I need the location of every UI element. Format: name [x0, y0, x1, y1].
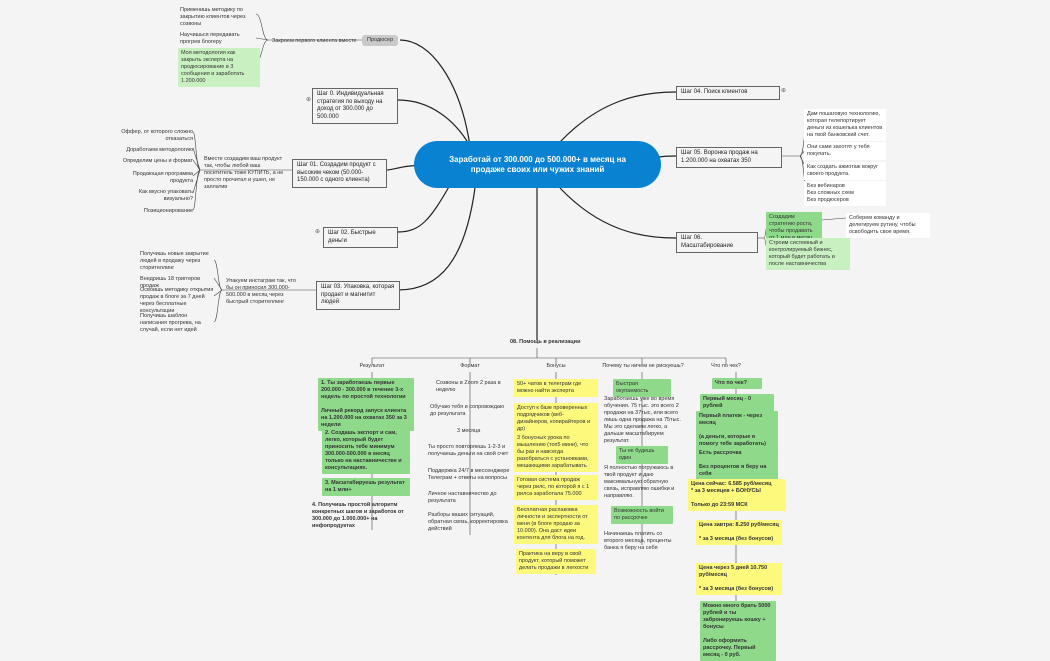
price-6[interactable]: Цена завтра: 8.250 руб/месяц * за 3 меся…: [696, 520, 782, 545]
step01-leaf-6[interactable]: Позиционирование: [143, 208, 193, 214]
step03-node[interactable]: Шаг 03. Упаковка, которая продает и магн…: [316, 281, 400, 310]
bonus-4[interactable]: Готовая система продаж через рилс, по ко…: [514, 475, 598, 500]
step01-leaf-1[interactable]: Оффер, от которого сложно отказаться: [121, 129, 195, 142]
step01-leaf-5[interactable]: Как вкусно упаковать визуально?: [138, 189, 195, 202]
step05-leaf-3[interactable]: Как создать ажиотаж вокруг своего продук…: [804, 162, 886, 180]
tl-leaf-2[interactable]: Научишься передавать прогрев блогеру: [180, 32, 242, 45]
step01-mid[interactable]: Вместе создадим ваш продукт так, чтобы л…: [204, 156, 285, 190]
bonus-6[interactable]: Практика на веру в свой продукт, который…: [516, 549, 596, 574]
link-icon: ⊕: [781, 88, 787, 94]
price-2[interactable]: Первый месяц - 0 рублей: [700, 394, 774, 412]
format-3[interactable]: 3 месяца: [457, 428, 481, 434]
result-2[interactable]: 2. Создашь экспорт и сам, легко, который…: [322, 428, 410, 474]
step0-node[interactable]: Шаг 0. Индивидуальная стратегия по выход…: [312, 88, 398, 124]
step03-leaf-2[interactable]: Внедришь 18 триггеров продаж: [140, 276, 202, 289]
result-4[interactable]: 4. Получишь простой алгоритм конкретных …: [312, 502, 406, 529]
tl-leaf-3[interactable]: Моя методология как закрыть эксперта на …: [178, 48, 260, 87]
price-1[interactable]: Что по чек?: [712, 378, 762, 389]
step05-leaf-4[interactable]: Без вебинаров Без сложных схем Без продю…: [804, 181, 886, 206]
col-price[interactable]: Что по чек?: [711, 363, 741, 369]
result-1[interactable]: 1. Ты заработаешь первые 200.000 - 300.0…: [318, 378, 414, 431]
tl-leaf-1[interactable]: Применишь методику по закрытию клиентов …: [180, 7, 248, 27]
risk-1[interactable]: Быстрая окупаемость: [613, 379, 671, 397]
link-icon: ⊕: [315, 229, 321, 235]
risk-6[interactable]: Начинаешь платить со второго месяца, про…: [604, 531, 674, 551]
step06-sub[interactable]: Соберем команду и делегируем рутину, что…: [846, 213, 930, 238]
risk-2[interactable]: Заработаешь уже во время обучения. 75 ты…: [604, 396, 683, 444]
step06-leaf-2[interactable]: Строим системный и контролируемый бизнес…: [766, 238, 850, 270]
format-7[interactable]: Разборы ваших ситуаций, обратная связь, …: [428, 512, 510, 532]
step02-node[interactable]: Шаг 02. Быстрые деньги: [323, 227, 398, 248]
step03-leaf-1[interactable]: Получишь новые закрытие людей в продажу …: [140, 251, 211, 271]
risk-5[interactable]: Возможность войти по рассрочке: [611, 506, 673, 524]
format-6[interactable]: Личное наставничество до результата: [428, 491, 499, 504]
col-format[interactable]: Формат: [460, 363, 480, 369]
col-bonuses[interactable]: Бонусы: [546, 363, 566, 369]
format-5[interactable]: Поддержка 24/7 в мессенджере Телеграм + …: [428, 468, 511, 481]
result-3[interactable]: 3. Масштабируешь результат на 1 млн+: [322, 478, 410, 496]
link-icon: ⊕: [306, 97, 312, 103]
close-client-node[interactable]: Закроем первого клиента вместе: [272, 38, 357, 44]
step01-leaf-4[interactable]: Продающая программа продукта: [132, 171, 195, 184]
bonus-5[interactable]: Бесплатная распаковка личности и эксперт…: [514, 505, 598, 544]
step03-mid[interactable]: Упакуем инстаграм так, что бы он приноси…: [226, 278, 298, 305]
step06-node[interactable]: Шаг 06. Масштабирование: [676, 232, 758, 253]
step01-leaf-2[interactable]: Доработаем методологию: [126, 147, 193, 153]
root-topic[interactable]: Заработай от 300.000 до 500.000+ в месяц…: [414, 141, 661, 188]
step04-node[interactable]: Шаг 04. Поиск клиентов: [676, 86, 780, 100]
bonus-1[interactable]: 50+ чатов в телеграм где можно найти экс…: [514, 379, 598, 397]
col-result[interactable]: Результат: [359, 363, 385, 369]
bonus-2[interactable]: Доступ к базе проверенных подрядчиков (в…: [514, 403, 598, 435]
risk-3[interactable]: Ты не будешь один: [616, 446, 668, 464]
step05-leaf-2[interactable]: Они сами захотят у тебя покупать.: [804, 142, 886, 160]
price-3[interactable]: Первый платеж - через месяц (а деньги, к…: [696, 411, 778, 450]
price-7[interactable]: Цена через 5 дней 10.750 руб/месяц * за …: [696, 563, 782, 595]
col-risk[interactable]: Почему ты ничем не рискуешь?: [602, 363, 684, 369]
bonus-3[interactable]: 3 бонусных урока по мышлению (топ5 мини)…: [514, 433, 598, 472]
format-1[interactable]: Созвоны в Zoom 2 раза в неделю: [436, 380, 503, 393]
step01-node[interactable]: Шаг 01. Создадим продукт с высоким чеком…: [292, 159, 387, 188]
format-4[interactable]: Ты просто повторяешь 1-2-3 и получаешь д…: [428, 444, 509, 457]
price-5[interactable]: Цена сейчас: 6.585 руб/месяц * за 3 меся…: [688, 479, 786, 511]
format-2[interactable]: Обучаю тебя и сопровождаю до результата: [430, 404, 506, 417]
help-title[interactable]: 08. Помощь в реализации: [510, 339, 581, 345]
producer-node[interactable]: Продюсер: [362, 35, 399, 46]
price-4[interactable]: Есть рассрочка Без процентов я беру на с…: [696, 448, 778, 480]
step03-leaf-4[interactable]: Получишь шаблон написания прогрева, на с…: [140, 313, 203, 333]
step05-node[interactable]: Шаг 05. Воронка продаж на 1.200.000 на о…: [676, 147, 782, 168]
price-8[interactable]: Можно много брать 5000 рублей и ты забро…: [700, 601, 776, 661]
step03-leaf-3[interactable]: Освоишь методику открытия продаж в блоге…: [140, 287, 215, 314]
step01-leaf-3[interactable]: Определим цены и формат: [122, 158, 193, 164]
step05-leaf-1[interactable]: Дам пошаговую технологию, которая телепо…: [804, 109, 886, 141]
risk-4[interactable]: Я полностью погружаюсь в твой продукт и …: [604, 465, 676, 499]
